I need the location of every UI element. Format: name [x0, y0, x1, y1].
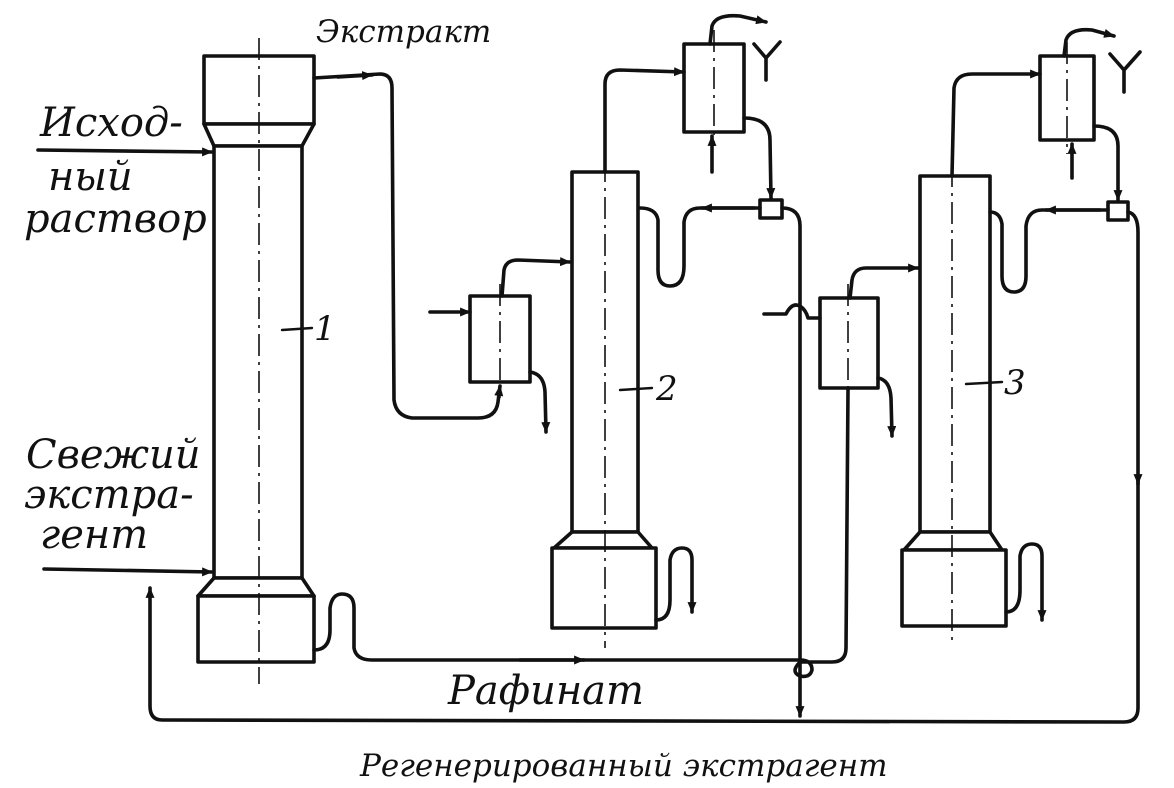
- column-2-leader: [618, 386, 654, 392]
- column-3-number: 3: [1004, 363, 1026, 403]
- reflux-2-line: [638, 206, 762, 288]
- column-3-bottom-taper: [902, 530, 1004, 552]
- distillation-column-2: [550, 160, 658, 648]
- regenerated-3-down: [1126, 210, 1143, 486]
- heater-3: [818, 284, 880, 402]
- column-1-bottom-taper: [196, 576, 316, 598]
- column-3-bottoms: [1004, 542, 1047, 622]
- heater-3-to-column-3: [848, 263, 920, 300]
- regenerated-2-down: [780, 206, 805, 718]
- vapour-2-to-condenser: [603, 67, 686, 174]
- solvent-label-line-1: Свежий: [26, 432, 201, 478]
- fresh-solvent-arrow: [42, 567, 214, 577]
- condenser-2: [682, 30, 746, 146]
- column-2-bottoms: [654, 546, 697, 622]
- regenerated-3-return: [145, 478, 1140, 724]
- solvent-label-line-2: экстра-: [24, 472, 194, 518]
- column-3-leader: [964, 380, 1004, 386]
- distillation-column-3: [900, 165, 1008, 645]
- solvent-label-line-3: гент: [40, 512, 148, 558]
- feed-label-line-1: Исход-: [39, 100, 183, 146]
- extract-label: Экстракт: [316, 14, 491, 50]
- heater-3-inlet: [762, 303, 822, 320]
- feed-label-line-3: раствор: [24, 196, 207, 242]
- column-3-bottom-head: [900, 548, 1008, 628]
- vent-symbol-3: [1108, 50, 1142, 94]
- column-2-bottom-taper: [552, 530, 654, 550]
- column-2-number: 2: [655, 369, 678, 409]
- vapour-3-to-condenser: [950, 69, 1042, 178]
- condenser-3-vent: [1062, 27, 1116, 58]
- vent-symbol-2: [752, 40, 782, 82]
- condenser-3: [1038, 42, 1096, 154]
- feed-label-line-2: ный: [48, 154, 133, 200]
- column-2-bottom-head: [550, 546, 658, 630]
- column-1-leader: [280, 326, 314, 332]
- reflux-splitter-2: [758, 198, 784, 220]
- heater-2: [468, 284, 532, 398]
- regenerated-solvent-label: Регенерированный экстрагент: [359, 748, 888, 784]
- extract-arrow-mark: [336, 71, 374, 81]
- heater-2-to-column-2: [500, 257, 572, 298]
- extract-line: [312, 72, 504, 420]
- raffinate-line: [312, 388, 850, 679]
- feed-inlet-arrow: [36, 147, 214, 157]
- condensate-3-line: [1092, 124, 1123, 202]
- column-1-number: 1: [314, 309, 336, 349]
- column-1-shell: [212, 144, 304, 580]
- column-3-shell: [918, 174, 992, 534]
- extraction-column-1: [196, 38, 316, 684]
- column-1-bottom-head: [196, 594, 316, 664]
- condenser-2-vent: [708, 13, 768, 46]
- heater-2-outlet: [528, 370, 551, 434]
- condensate-2-line: [742, 116, 776, 200]
- raffinate-label: Рафинат: [447, 668, 644, 714]
- heater-3-outlet: [876, 376, 897, 438]
- reflux-splitter-3: [1106, 200, 1130, 222]
- reflux-3-line: [988, 208, 1110, 294]
